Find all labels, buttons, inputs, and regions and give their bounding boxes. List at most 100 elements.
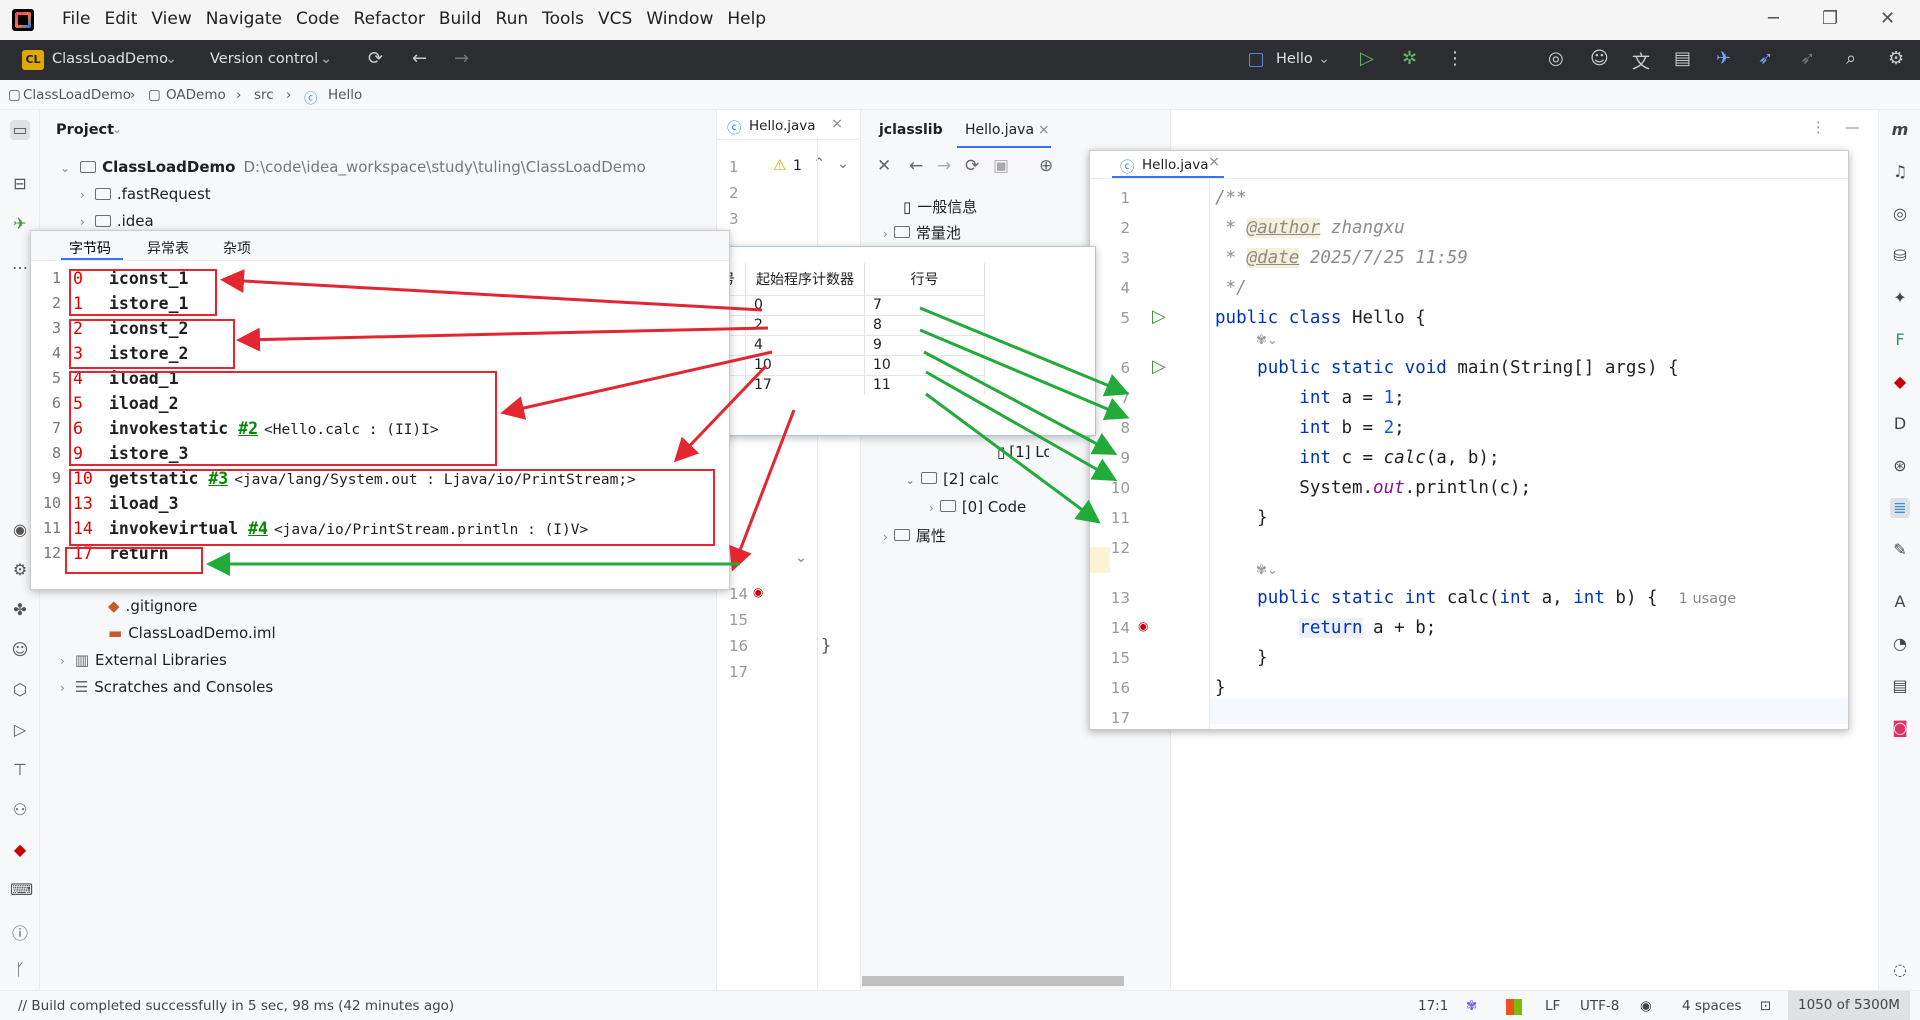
chevron-right-icon[interactable]: › — [883, 530, 888, 544]
menu-view[interactable]: View — [151, 9, 192, 29]
back-icon[interactable]: ← — [909, 156, 924, 176]
more-icon[interactable]: ⋮ — [1811, 120, 1826, 136]
toolbox-icon[interactable]: ▤ — [1674, 48, 1692, 69]
tab-misc[interactable]: 杂项 — [223, 241, 251, 257]
constant-pool-ref[interactable]: #3 — [208, 469, 229, 488]
horizontal-scrollbar[interactable] — [862, 976, 1124, 986]
run-icon[interactable]: ▷ — [1360, 48, 1374, 69]
run-config-selector[interactable]: Hello — [1276, 51, 1313, 67]
more-icon[interactable]: ⋮ — [1446, 48, 1464, 69]
line-separator[interactable]: LF — [1545, 998, 1561, 1014]
breadcrumb-item[interactable]: src — [254, 87, 274, 103]
constant-pool-ref[interactable]: #2 — [238, 419, 259, 438]
chevron-right-icon[interactable]: › — [883, 227, 888, 241]
vcs-selector[interactable]: Version control — [210, 51, 319, 67]
menu-tools[interactable]: Tools — [542, 9, 585, 29]
breadcrumb-item[interactable]: OADemo — [166, 87, 226, 103]
toolbox-icon[interactable]: ▤ — [1892, 676, 1908, 695]
debug-icon[interactable]: ✲ — [1402, 48, 1418, 69]
forward-icon[interactable]: → — [937, 156, 952, 176]
chat-icon[interactable]: ◌ — [1893, 960, 1907, 979]
chevron-down-icon[interactable]: ⌄ — [837, 156, 850, 172]
file-encoding[interactable]: UTF-8 — [1580, 998, 1620, 1014]
constant-pool-ref[interactable]: #4 — [248, 519, 268, 538]
ai-hint-icon[interactable]: ✾⌄ — [1256, 563, 1278, 578]
services-icon[interactable]: ◉ — [13, 520, 27, 539]
redis-icon[interactable]: ◆ — [1893, 372, 1907, 391]
save-icon[interactable]: ▣ — [993, 156, 1010, 176]
project-folder-icon[interactable]: ▭ — [10, 120, 30, 140]
jclasslib-node[interactable]: ›[0] Code — [929, 498, 1026, 516]
ai-assistant-icon[interactable]: ◎ — [1548, 48, 1564, 69]
a-icon[interactable]: A — [1894, 592, 1906, 611]
d-icon[interactable]: D — [1893, 414, 1907, 433]
tree-node[interactable]: ›.idea — [80, 212, 154, 230]
jclasslib-node[interactable]: ▯[1] LocalVari — [997, 443, 1049, 461]
add-user-icon[interactable]: ☺ — [1590, 48, 1609, 69]
tree-node[interactable]: ›☰Scratches and Consoles — [60, 678, 273, 696]
close-window-icon[interactable]: ✕ — [1880, 8, 1896, 29]
chevron-down-icon[interactable]: ⌄ — [1318, 51, 1331, 67]
minimize-panel-icon[interactable]: — — [1845, 120, 1860, 136]
column-header[interactable]: 行号 — [864, 263, 985, 295]
menu-code[interactable]: Code — [295, 9, 340, 29]
tree-node[interactable]: ›▥External Libraries — [60, 651, 227, 669]
tree-node[interactable]: ◆.gitignore — [108, 597, 197, 615]
maven-icon[interactable]: m — [1891, 120, 1909, 139]
ai-status-icon[interactable]: ✾ — [1466, 998, 1478, 1014]
structure-icon[interactable]: ⊟ — [13, 174, 27, 193]
menu-navigate[interactable]: Navigate — [205, 9, 282, 29]
database-icon[interactable]: ⛁ — [1893, 246, 1907, 265]
app-icon[interactable]: ◙ — [1892, 718, 1908, 737]
jclasslib-file-tab[interactable]: Hello.java — [965, 122, 1035, 138]
chevron-down-icon[interactable]: ⌄ — [320, 51, 333, 67]
menu-window[interactable]: Window — [646, 9, 714, 29]
menu-vcs[interactable]: VCS — [598, 9, 633, 29]
tab-exception-table[interactable]: 异常表 — [147, 241, 189, 257]
chevron-down-icon[interactable]: ⌄ — [60, 161, 71, 175]
bookmark-icon[interactable]: ◔ — [1893, 634, 1907, 653]
project-selector[interactable]: ClassLoadDemo — [52, 51, 169, 67]
forward-icon[interactable]: → — [454, 48, 470, 69]
settings-icon[interactable]: ⚙ — [1888, 48, 1905, 69]
jclasslib-node[interactable]: ▯一般信息 — [903, 196, 977, 217]
code-with-me-icon[interactable]: ✦ — [1893, 288, 1907, 307]
ai-chat-icon[interactable]: ◎ — [1893, 204, 1907, 223]
close-icon[interactable]: × — [1038, 122, 1050, 138]
close-icon[interactable]: × — [831, 116, 844, 132]
copilot-icon[interactable]: ⊛ — [1893, 456, 1907, 475]
run-tool-icon[interactable]: ▷ — [13, 720, 27, 739]
build-status-message[interactable]: // Build completed successfully in 5 sec… — [18, 998, 455, 1014]
eye-icon[interactable]: ◉ — [1640, 998, 1652, 1014]
breadcrumb-item[interactable]: Hello — [328, 87, 363, 103]
fittencode-icon[interactable]: F — [1895, 330, 1905, 349]
problems-icon[interactable]: ⓘ — [11, 924, 28, 943]
git-icon[interactable]: ᚴ — [15, 960, 25, 979]
minimize-icon[interactable]: ─ — [1768, 8, 1779, 29]
terminal-icon[interactable]: ⌨ — [10, 880, 34, 899]
close-icon[interactable]: × — [1208, 154, 1221, 170]
breadcrumb-item[interactable]: ClassLoadDemo — [23, 87, 132, 103]
menu-edit[interactable]: Edit — [104, 9, 138, 29]
table-row[interactable]: 007 — [697, 294, 985, 315]
plugins-icon[interactable]: ✤ — [13, 600, 27, 619]
warning-icon[interactable]: ⚠ — [773, 156, 787, 174]
usage-hint[interactable]: 1 usage — [1678, 591, 1737, 607]
build-tool-icon[interactable]: ⊤ — [13, 760, 27, 779]
indent-setting[interactable]: 4 spaces — [1682, 998, 1742, 1014]
redis-icon[interactable]: ◆ — [13, 840, 27, 859]
jclasslib-node[interactable]: ›常量池 — [883, 222, 961, 243]
column-header[interactable]: 起始程序计数器 — [745, 263, 865, 295]
notifications-icon[interactable]: ♫ — [1892, 162, 1908, 181]
chevron-right-icon[interactable]: › — [80, 188, 85, 202]
jrebel-icon[interactable]: ✈ — [13, 214, 27, 233]
editor-tab-hello[interactable]: Hello.java — [749, 118, 816, 134]
tree-node[interactable]: ›.fastRequest — [80, 185, 211, 203]
